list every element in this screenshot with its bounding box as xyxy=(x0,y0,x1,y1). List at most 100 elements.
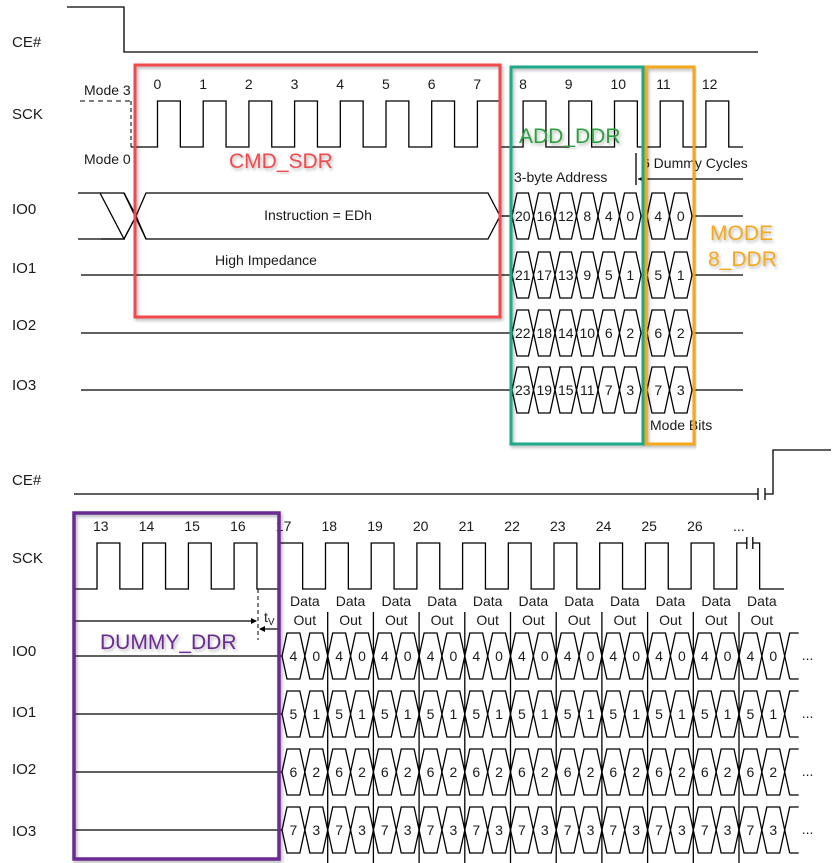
data-bit-cell-value: 7 xyxy=(655,822,663,838)
clock-number: 3 xyxy=(291,76,299,92)
data-bit-cell-value: 3 xyxy=(495,822,503,838)
data-bit-cell-value: 1 xyxy=(449,706,457,722)
clock-number: 6 xyxy=(428,76,436,92)
add-ddr-box xyxy=(509,65,645,446)
signal-label-io2-bottom: IO2 xyxy=(12,761,36,778)
data-out-label-line2: Out xyxy=(705,612,728,628)
clock-number: 18 xyxy=(322,518,338,534)
clock-number: 24 xyxy=(596,518,612,534)
data-bit-cell-value: 3 xyxy=(312,822,320,838)
data-bit-cell-value: 5 xyxy=(381,706,389,722)
data-bit-cell-value: 6 xyxy=(747,764,755,780)
address-bit-cell-value: 5 xyxy=(605,267,613,283)
tv-label: tV xyxy=(264,609,275,628)
data-bit-cell-value: 5 xyxy=(609,706,617,722)
clock-number: 5 xyxy=(382,76,390,92)
data-bit-cell-value: 2 xyxy=(724,764,732,780)
data-bit-cell-value: 6 xyxy=(655,764,663,780)
ce-break-and-rise xyxy=(757,449,831,500)
data-tail xyxy=(784,690,799,738)
data-bit-cell-value: 4 xyxy=(290,648,298,664)
signal-label-ce-bottom: CE# xyxy=(12,472,42,489)
data-bit-cell-value: 0 xyxy=(449,648,457,664)
address-bit-cell-value: 22 xyxy=(515,325,531,341)
data-bit-cell-value: 5 xyxy=(564,706,572,722)
address-bit-cell xyxy=(618,309,642,357)
data-bit-cell-value: 1 xyxy=(678,706,686,722)
data-bit-cell-value: 5 xyxy=(701,706,709,722)
data-bit-cell-value: 0 xyxy=(312,648,320,664)
data-out-label-line1: Data xyxy=(473,593,503,609)
data-bit-cell-value: 6 xyxy=(518,764,526,780)
data-bit-cell-value: 0 xyxy=(404,648,412,664)
data-bit-cell-value: 7 xyxy=(381,822,389,838)
data-out-labels: DataOutDataOutDataOutDataOutDataOutDataO… xyxy=(290,593,777,863)
sck-waveform-bottom xyxy=(75,537,784,590)
data-bit-cell-value: 2 xyxy=(449,764,457,780)
clock-number: 23 xyxy=(550,518,566,534)
data-bit-cell-value: 4 xyxy=(609,648,617,664)
address-bit-cell-value: 23 xyxy=(515,382,531,398)
data-bit-cell-value: 4 xyxy=(701,648,709,664)
data-bit-cell-value: 6 xyxy=(381,764,389,780)
address-bit-cell-value: 9 xyxy=(583,267,591,283)
mode-8-ddr-box xyxy=(644,65,696,446)
address-bit-cell-value: 17 xyxy=(536,267,552,283)
signal-label-io0-bottom: IO0 xyxy=(12,643,36,660)
signal-label-ce: CE# xyxy=(12,34,42,51)
signal-label-sck-bottom: SCK xyxy=(12,550,43,567)
data-bit-cell-value: 7 xyxy=(335,822,343,838)
address-bit-cell-value: 21 xyxy=(515,267,531,283)
data-tail xyxy=(784,748,799,796)
data-ellipsis: ... xyxy=(802,763,814,779)
data-bit-cell-value: 2 xyxy=(678,764,686,780)
data-out-label-line2: Out xyxy=(659,612,682,628)
data-out-label-line1: Data xyxy=(519,593,549,609)
mode0-label: Mode 0 xyxy=(84,151,131,167)
address-bit-cell xyxy=(618,251,642,299)
data-bit-cell-value: 3 xyxy=(769,822,777,838)
data-bit-cell-value: 4 xyxy=(381,648,389,664)
address-bit-cell-value: 18 xyxy=(536,325,552,341)
signal-label-io3-bottom: IO3 xyxy=(12,823,36,840)
sck-break-mark xyxy=(746,537,754,549)
clock-number: 12 xyxy=(702,76,718,92)
data-out-label-line1: Data xyxy=(564,593,594,609)
data-bit-cell-value: 0 xyxy=(724,648,732,664)
data-bit-cell-value: 7 xyxy=(747,822,755,838)
data-tail xyxy=(784,632,799,680)
data-bit-cell-value: 0 xyxy=(769,648,777,664)
data-bit-cell-value: 2 xyxy=(358,764,366,780)
data-bit-cell-value: 1 xyxy=(632,706,640,722)
data-out-label-line2: Out xyxy=(385,612,408,628)
address-bit-cell-value: 1 xyxy=(626,267,634,283)
address-bit-cell-value: 4 xyxy=(605,208,613,224)
address-bit-cell-value: 16 xyxy=(536,208,552,224)
clock-number: 11 xyxy=(656,76,671,92)
clock-number: 1 xyxy=(199,76,207,92)
address-bit-cell-value: 10 xyxy=(579,325,595,341)
data-out-label-line2: Out xyxy=(522,612,545,628)
data-bit-cell-value: 6 xyxy=(564,764,572,780)
mode-8-ddr-label-line1: MODE xyxy=(710,222,773,245)
tv-label-main: t xyxy=(264,609,268,625)
address-bit-cell-value: 3 xyxy=(626,382,634,398)
clock-number: 16 xyxy=(230,518,246,534)
data-bit-cell-value: 5 xyxy=(290,706,298,722)
tv-arrowhead-right xyxy=(251,618,257,624)
clock-number: 0 xyxy=(154,76,162,92)
mode-8-ddr-label-line2: 8_DDR xyxy=(708,248,777,271)
signal-label-sck: SCK xyxy=(12,106,43,123)
data-bit-cell-value: 4 xyxy=(655,648,663,664)
ce-waveform-top xyxy=(67,6,758,53)
data-bit-cell-value: 3 xyxy=(724,822,732,838)
mode3-label: Mode 3 xyxy=(84,82,131,98)
data-out-label-line2: Out xyxy=(339,612,362,628)
address-bit-cell-value: 0 xyxy=(626,208,634,224)
data-bit-cell-value: 5 xyxy=(335,706,343,722)
signal-label-io2: IO2 xyxy=(12,317,36,334)
data-bit-cell-value: 3 xyxy=(404,822,412,838)
data-bit-cell-value: 6 xyxy=(701,764,709,780)
